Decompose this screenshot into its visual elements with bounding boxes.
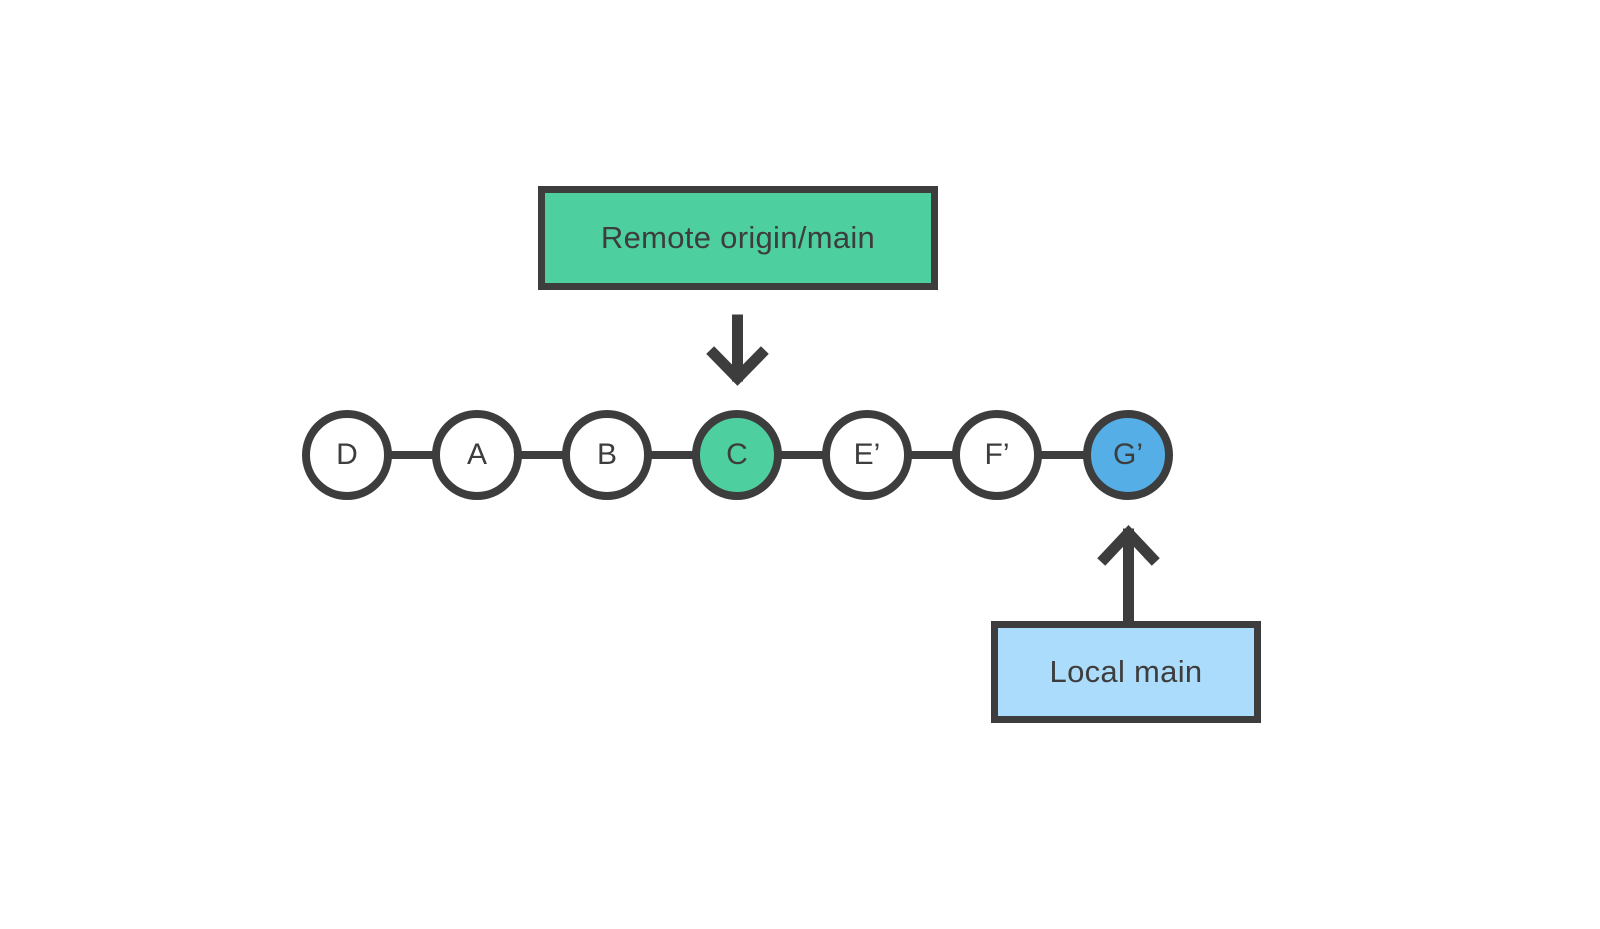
local-branch-box: Local main (991, 621, 1261, 723)
remote-branch-label: Remote origin/main (600, 220, 876, 255)
commit-node-b[interactable]: B (562, 410, 652, 500)
commit-node-label: C (726, 438, 748, 471)
local-branch-label: Local main (1049, 654, 1203, 689)
commit-link (516, 451, 566, 459)
commit-node-label: B (596, 438, 617, 471)
commit-link (646, 451, 696, 459)
arrow-up-icon (1097, 524, 1160, 624)
commit-node-label: A (466, 438, 487, 471)
commit-node-f-prime[interactable]: F’ (952, 410, 1042, 500)
commit-node-label: D (336, 438, 358, 471)
commit-node-c[interactable]: C (692, 410, 782, 500)
commit-node-label: E’ (853, 438, 881, 471)
commit-node-a[interactable]: A (432, 410, 522, 500)
commit-node-label: F’ (984, 438, 1010, 471)
commit-node-g-prime[interactable]: G’ (1083, 410, 1173, 500)
remote-branch-box: Remote origin/main (538, 186, 938, 290)
commit-link (1036, 451, 1087, 459)
commit-node-d[interactable]: D (302, 410, 392, 500)
commit-node-e-prime[interactable]: E’ (822, 410, 912, 500)
commit-link (386, 451, 436, 459)
commit-node-label: G’ (1113, 438, 1143, 471)
arrow-down-icon (706, 314, 769, 386)
commit-link (776, 451, 826, 459)
commit-link (906, 451, 956, 459)
